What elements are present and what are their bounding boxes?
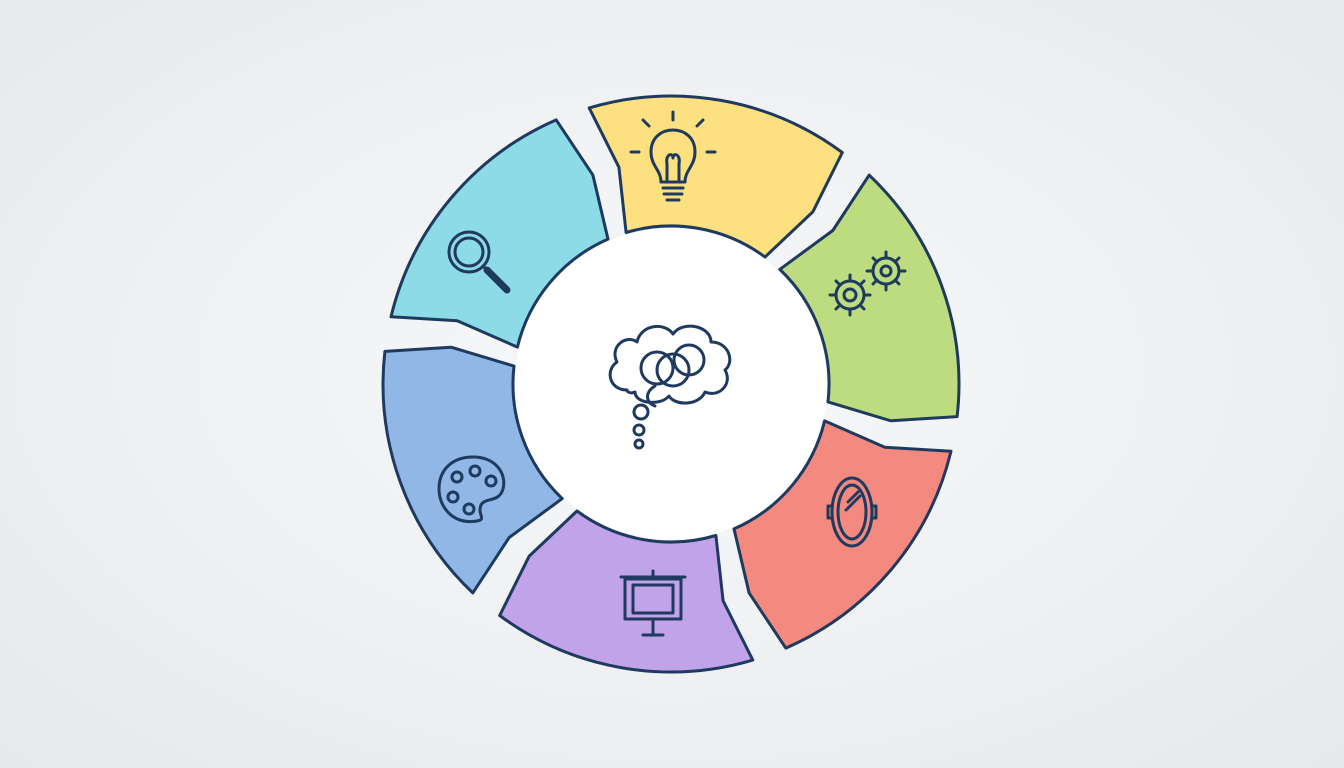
- mirror-icon: [826, 476, 878, 548]
- thinking-brain-icon: [608, 324, 732, 450]
- presentation-board-icon: [619, 569, 687, 637]
- cycle-segment-create: [381, 345, 564, 595]
- gears-icon: [828, 250, 907, 317]
- cycle-segment-develop: [778, 173, 961, 423]
- center-circle: [515, 228, 827, 540]
- lightbulb-icon: [629, 110, 717, 202]
- cycle-segment-ideate: [587, 94, 844, 259]
- cycle-segments: [381, 94, 961, 674]
- cycle-segment-research: [389, 118, 610, 349]
- magnifying-glass-icon: [447, 230, 511, 294]
- paint-palette-icon: [437, 455, 506, 524]
